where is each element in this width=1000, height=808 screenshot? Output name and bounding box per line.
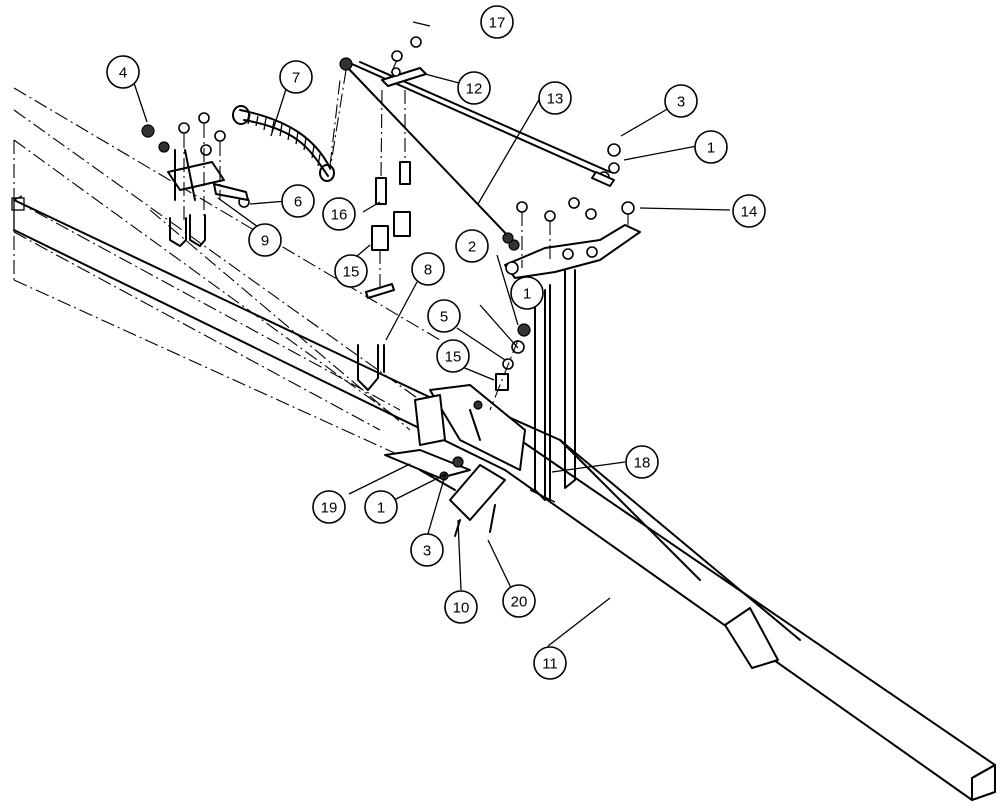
callout-1: 1 xyxy=(364,490,398,524)
u-bolt-8 xyxy=(357,344,385,391)
callout-number: 1 xyxy=(707,140,715,157)
callout-number: 3 xyxy=(423,543,431,560)
spring-7 xyxy=(232,79,341,182)
callout-circle xyxy=(281,184,315,218)
callout-3: 3 xyxy=(664,84,698,118)
callout-15: 15 xyxy=(334,254,368,288)
callout-number: 19 xyxy=(321,500,338,517)
callout-number: 2 xyxy=(468,239,476,256)
callout-4: 4 xyxy=(106,55,140,89)
callout-number: 7 xyxy=(292,70,300,87)
callout-1: 1 xyxy=(510,276,544,310)
callout-circle xyxy=(625,445,659,479)
tongue-beam xyxy=(11,195,996,801)
callout-circle xyxy=(248,223,282,257)
callout-number: 9 xyxy=(261,233,269,250)
callout-16: 16 xyxy=(322,197,356,231)
callout-circle xyxy=(538,81,572,115)
callout-11: 11 xyxy=(533,646,567,680)
callout-circle xyxy=(732,194,766,228)
callout-19: 19 xyxy=(312,490,346,524)
hardware-stack xyxy=(489,323,531,411)
u-bolts-right xyxy=(529,269,576,503)
callout-number: 11 xyxy=(542,656,558,673)
callout-1: 1 xyxy=(694,130,728,164)
callout-circle xyxy=(106,55,140,89)
callout-12: 12 xyxy=(457,71,491,105)
callout-circle xyxy=(410,533,444,567)
callout-circle xyxy=(455,229,489,263)
callout-number: 8 xyxy=(424,262,432,279)
pivot-bracket xyxy=(384,384,526,537)
callout-circle xyxy=(510,276,544,310)
callout-10: 10 xyxy=(444,590,478,624)
callout-circle xyxy=(334,254,368,288)
callout-circle xyxy=(411,252,445,286)
spacers xyxy=(365,89,411,299)
callout-18: 18 xyxy=(625,445,659,479)
callout-13: 13 xyxy=(538,81,572,115)
callout-circle xyxy=(457,71,491,105)
callout-number: 1 xyxy=(377,500,385,517)
callout-number: 5 xyxy=(440,309,448,326)
callout-circle xyxy=(322,197,356,231)
callout-15: 15 xyxy=(436,339,470,373)
callout-9: 9 xyxy=(248,223,282,257)
callout-number: 3 xyxy=(677,94,685,111)
callout-circle xyxy=(502,584,536,618)
callout-number: 10 xyxy=(453,600,470,617)
callout-circle xyxy=(533,646,567,680)
callout-number: 13 xyxy=(547,91,564,108)
callout-circle xyxy=(436,339,470,373)
callout-number: 18 xyxy=(634,455,651,472)
callout-number: 15 xyxy=(343,264,360,281)
callout-circle xyxy=(444,590,478,624)
callout-circle xyxy=(312,490,346,524)
callout-number: 6 xyxy=(294,194,302,211)
callout-20: 20 xyxy=(502,584,536,618)
callout-circle xyxy=(694,130,728,164)
callout-circle xyxy=(427,299,461,333)
callout-circle xyxy=(480,5,514,39)
callout-number: 15 xyxy=(445,349,462,366)
callout-circle xyxy=(279,60,313,94)
callout-circle xyxy=(664,84,698,118)
callout-number: 4 xyxy=(119,65,127,82)
callout-6: 6 xyxy=(281,184,315,218)
callout-number: 16 xyxy=(331,207,348,224)
callout-8: 8 xyxy=(411,252,445,286)
callout-7: 7 xyxy=(279,60,313,94)
callout-number: 1 xyxy=(523,286,531,303)
phantom-lines xyxy=(13,87,441,461)
callout-number: 14 xyxy=(741,204,758,221)
callout-number: 17 xyxy=(489,15,506,32)
clamp-9 xyxy=(141,112,250,247)
callout-17: 17 xyxy=(480,5,514,39)
callout-3: 3 xyxy=(410,533,444,567)
callout-number: 20 xyxy=(511,594,528,611)
bracket-14 xyxy=(504,197,641,279)
callout-14: 14 xyxy=(732,194,766,228)
callout-2: 2 xyxy=(455,229,489,263)
callout-5: 5 xyxy=(427,299,461,333)
link-rods xyxy=(329,36,621,244)
callout-circle xyxy=(364,490,398,524)
callout-number: 12 xyxy=(466,81,483,98)
